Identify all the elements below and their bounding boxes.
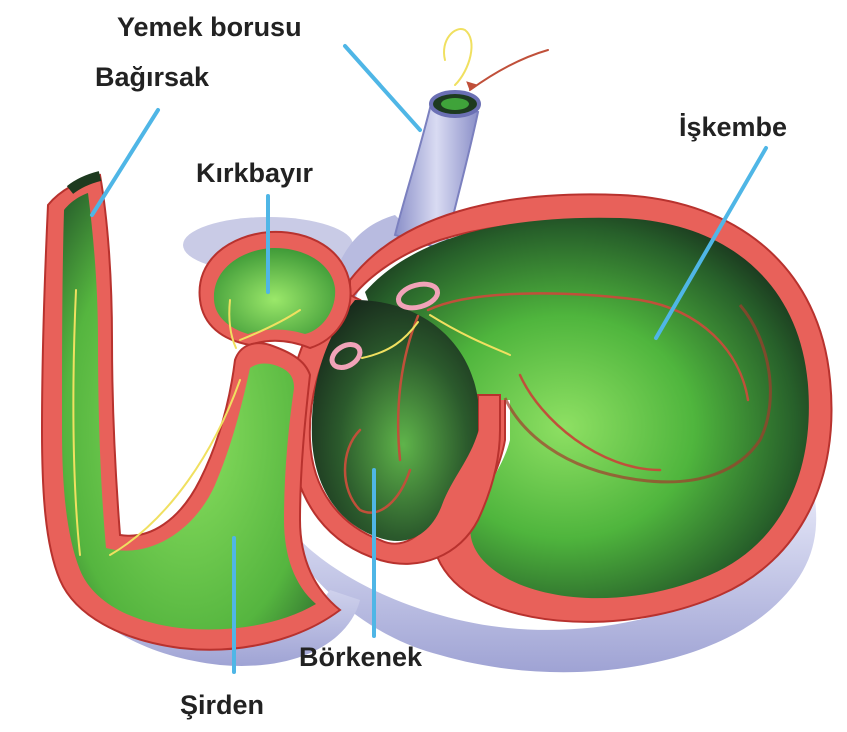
omasum: [200, 232, 351, 348]
label-esophagus: Yemek borusu: [117, 12, 302, 42]
label-reticulum: Börkenek: [299, 642, 423, 672]
label-omasum: Kırkbayır: [196, 158, 314, 188]
label-intestine: Bağırsak: [95, 62, 210, 92]
label-abomasum: Şirden: [180, 690, 264, 720]
label-rumen: İşkembe: [679, 112, 787, 142]
